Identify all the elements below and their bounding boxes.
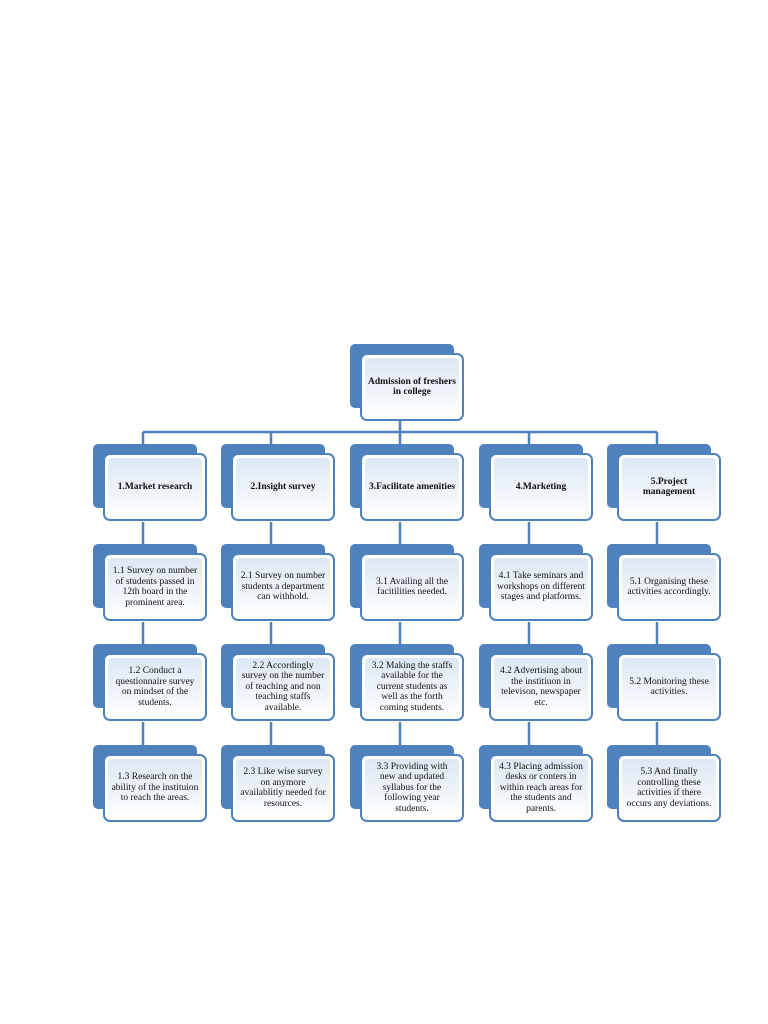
task-node-label: 3.1 Availing all the facitilities needed… [375, 576, 449, 598]
header-node-label: 4.Marketing [515, 481, 567, 492]
task-node-label: 3.3 Providing with new and updated sylla… [376, 761, 448, 814]
task-node-label: 1.3 Research on the ability of the insti… [111, 772, 199, 804]
task-node-label: 1.2 Conduct a questionnaire survey on mi… [115, 666, 195, 708]
header-node-label: 1.Market research [117, 481, 193, 492]
task-node-label: 1.1 Survey on number of students passed … [112, 566, 198, 608]
task-node-label: 4.2 Advertising about the institiuon in … [499, 666, 583, 708]
task-node-label: 5.1 Organising these activities accordin… [627, 576, 711, 598]
task-node-label: 2.3 Like wise survey on anymore availabl… [240, 767, 326, 809]
task-node-label: 2.2 Accordingly survey on the number of … [241, 660, 325, 713]
header-node-label: 2.Insight survey [250, 481, 316, 492]
header-node-label: 5.Project management [642, 476, 696, 498]
root-node-label: Admission of freshers in college [368, 376, 456, 398]
header-node-label: 3.Facilitate amenities [368, 481, 455, 492]
task-node-label: 5.3 And finally controlling these activi… [626, 767, 712, 809]
task-node-label: 5.2 Monitoring these activities. [629, 676, 709, 698]
task-node-label: 3.2 Making the staffs available for the … [371, 660, 453, 713]
task-node-label: 4.3 Placing admission desks or conters i… [499, 761, 583, 814]
task-node-label: 4.1 Take seminars and workshops on diffe… [497, 571, 585, 603]
task-node-label: 2.1 Survey on number students a departme… [240, 571, 326, 603]
